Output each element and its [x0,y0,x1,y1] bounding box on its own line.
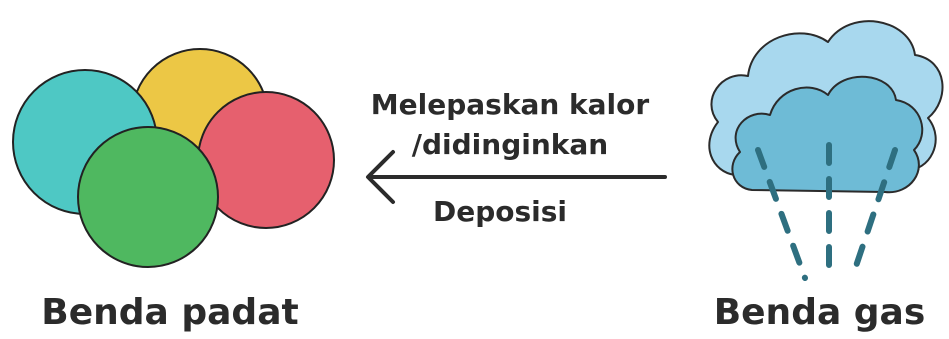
particle-red [197,91,335,229]
process-line-1: Melepaskan kalor [370,88,650,121]
arrow-head [366,150,395,204]
process-description: Melepaskan kalor /didinginkan [350,85,670,165]
process-name: Deposisi [432,195,568,228]
particle-green [77,126,219,268]
rain-line-left [755,147,808,281]
cloud-front [731,75,924,194]
arrow [366,150,667,204]
rain-line-right [849,147,898,281]
gas-label: Benda gas [713,292,926,333]
process-line-2: /didinginkan [411,128,609,161]
gas-cloud [708,20,944,281]
solid-label: Benda padat [41,292,299,333]
solid-particles [12,48,335,268]
